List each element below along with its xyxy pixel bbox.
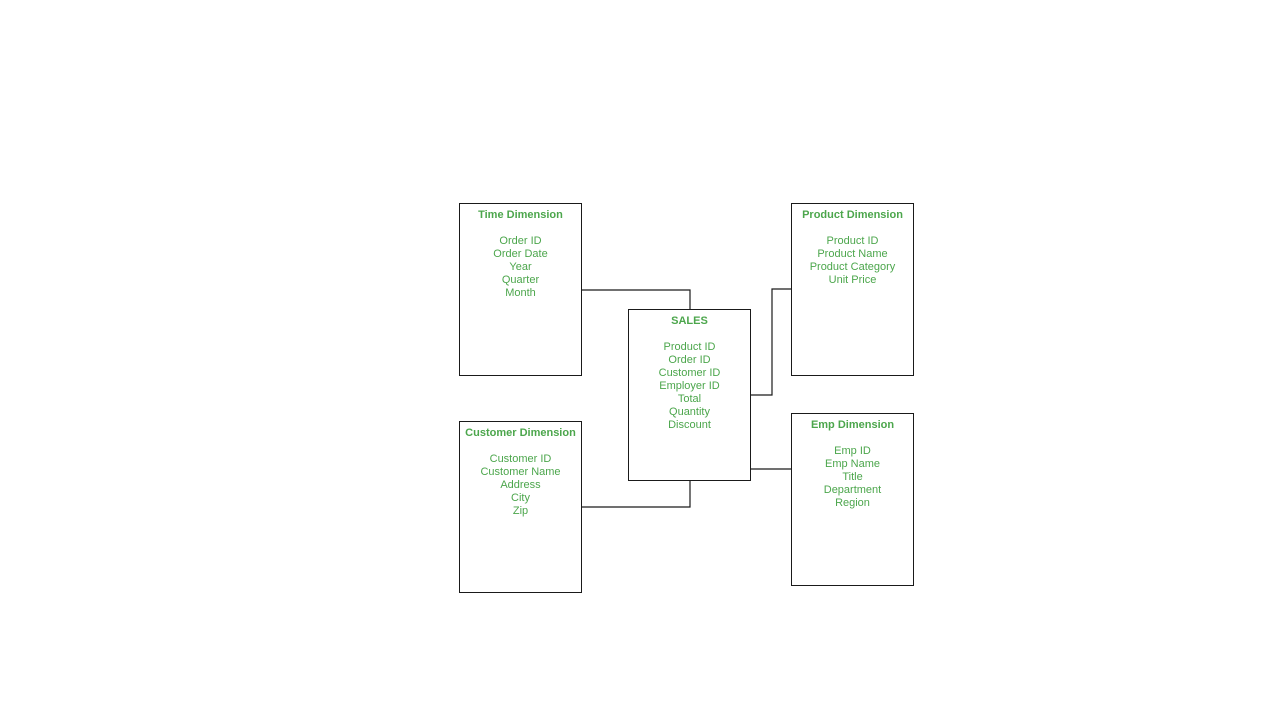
entity-field: Order ID bbox=[668, 354, 711, 366]
entity-field: Customer ID bbox=[489, 453, 552, 465]
entity-title: Customer Dimension bbox=[465, 427, 576, 439]
entity-field: Quarter bbox=[501, 274, 540, 286]
entity-field: Region bbox=[835, 497, 870, 509]
entity-field: Product ID bbox=[663, 341, 716, 353]
entity-field: Year bbox=[509, 261, 532, 273]
entity-field: Emp Name bbox=[824, 458, 881, 470]
entity-product-dimension[interactable]: Product Dimension Product ID Product Nam… bbox=[791, 203, 914, 376]
entity-field: Total bbox=[677, 393, 702, 405]
entity-field: Product ID bbox=[826, 235, 879, 247]
entity-field: City bbox=[511, 492, 530, 504]
entity-title: Emp Dimension bbox=[810, 419, 895, 431]
entity-field-list: Customer ID Customer Name Address City Z… bbox=[460, 453, 581, 518]
connector-product-to-sales bbox=[751, 288, 791, 396]
entity-title: Time Dimension bbox=[478, 209, 563, 221]
entity-field: Quantity bbox=[669, 406, 710, 418]
entity-sales-fact[interactable]: SALES Product ID Order ID Customer ID Em… bbox=[628, 309, 751, 481]
entity-field: Unit Price bbox=[828, 274, 877, 286]
connector-customer-to-sales bbox=[582, 481, 691, 508]
entity-field: Order Date bbox=[493, 248, 548, 260]
entity-field: Discount bbox=[668, 419, 711, 431]
entity-field: Order ID bbox=[499, 235, 542, 247]
entity-field: Address bbox=[500, 479, 541, 491]
connector-time-to-sales bbox=[582, 289, 691, 309]
entity-field-list: Product ID Product Name Product Category… bbox=[792, 235, 913, 287]
entity-field: Employer ID bbox=[659, 380, 720, 392]
entity-field: Product Name bbox=[817, 248, 888, 260]
entity-field: Department bbox=[823, 484, 882, 496]
entity-field: Customer ID bbox=[658, 367, 721, 379]
entity-field: Title bbox=[842, 471, 863, 483]
entity-time-dimension[interactable]: Time Dimension Order ID Order Date Year … bbox=[459, 203, 582, 376]
entity-field: Customer Name bbox=[480, 466, 561, 478]
entity-customer-dimension[interactable]: Customer Dimension Customer ID Customer … bbox=[459, 421, 582, 593]
entity-field-list: Order ID Order Date Year Quarter Month bbox=[460, 235, 581, 300]
entity-field: Zip bbox=[512, 505, 529, 517]
entity-field-list: Emp ID Emp Name Title Department Region bbox=[792, 445, 913, 510]
entity-field: Month bbox=[505, 287, 536, 299]
entity-title: Product Dimension bbox=[802, 209, 903, 221]
entity-field: Product Category bbox=[809, 261, 896, 273]
entity-field-list: Product ID Order ID Customer ID Employer… bbox=[629, 341, 750, 432]
entity-field: Emp ID bbox=[834, 445, 871, 457]
entity-title: SALES bbox=[671, 315, 708, 327]
entity-emp-dimension[interactable]: Emp Dimension Emp ID Emp Name Title Depa… bbox=[791, 413, 914, 586]
